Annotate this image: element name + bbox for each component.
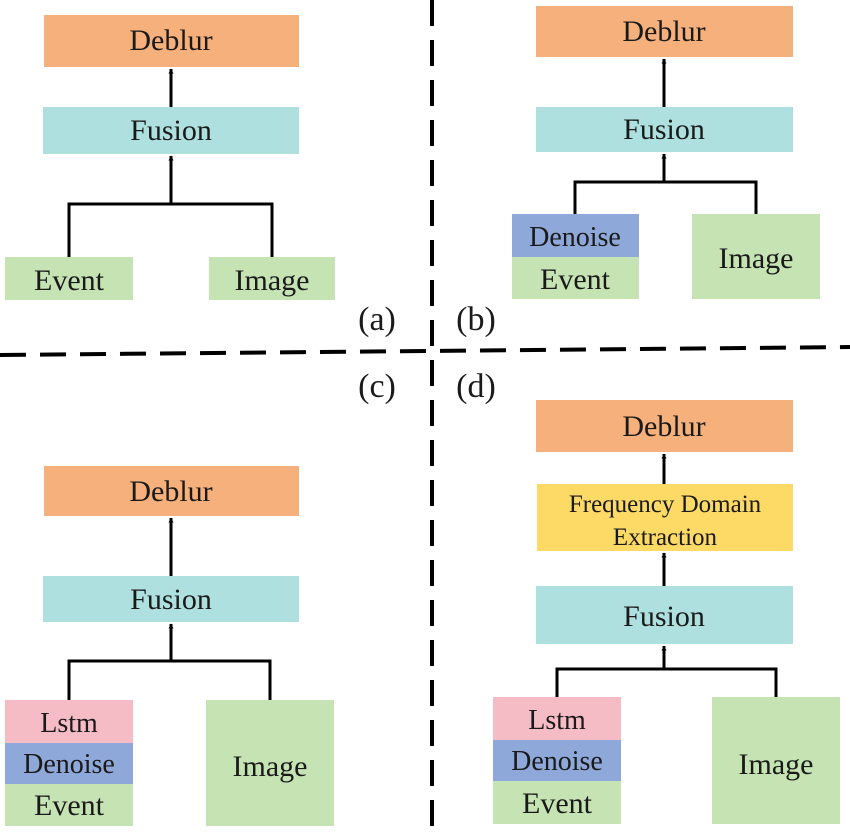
panel-a-event-box [5, 257, 133, 300]
panel-d-frequency-label-line2: Extraction [613, 524, 718, 551]
panel-d: (d) Deblur Frequency Domain Extraction F… [456, 368, 840, 824]
panel-c-deblur-box [44, 466, 299, 516]
panel-d-deblur-label: Deblur [622, 410, 705, 443]
panel-d-denoise-label: Denoise [511, 746, 603, 777]
panel-b: Deblur Fusion Denoise Event Image (b) [456, 6, 820, 338]
panel-a-deblur-label: Deblur [129, 24, 212, 57]
panel-c-event-label: Event [34, 789, 105, 822]
panel-c-lstm-box [5, 700, 133, 743]
panel-d-frequency-label-line1: Frequency Domain [569, 491, 762, 518]
panel-b-denoise-label: Denoise [529, 222, 621, 253]
panel-c-denoise-box [5, 743, 133, 784]
panel-a-connector [67, 202, 274, 257]
panel-d-lstm-box [493, 697, 621, 740]
panel-c-fusion-box [43, 576, 299, 622]
panel-b-image-box [692, 214, 820, 299]
panel-a-image-label: Image [235, 264, 310, 297]
panel-a-deblur-box [44, 15, 299, 67]
panel-c-image-label: Image [233, 750, 308, 783]
panel-c-event-box [5, 784, 133, 826]
panel-c-image-box [206, 700, 334, 826]
panel-c-caption: (c) [358, 368, 396, 405]
panel-b-caption: (b) [456, 301, 496, 338]
panel-d-fusion-label: Fusion [623, 600, 705, 633]
panel-d-event-label: Event [522, 787, 593, 820]
panel-a-fusion-label: Fusion [130, 114, 212, 147]
horizontal-divider [0, 345, 850, 357]
panel-b-connector [573, 180, 758, 214]
panel-c-fusion-label: Fusion [130, 583, 212, 616]
panel-b-image-label: Image [719, 242, 794, 275]
panel-b-denoise-box [512, 214, 639, 257]
panel-d-image-box [712, 697, 840, 824]
panel-a-caption: (a) [358, 301, 396, 338]
panel-d-caption: (d) [456, 368, 496, 405]
panel-b-event-box [512, 257, 639, 299]
panel-b-deblur-label: Deblur [622, 15, 705, 48]
panel-b-fusion-label: Fusion [623, 113, 705, 146]
panel-a-event-label: Event [34, 264, 105, 297]
panel-d-frequency-box [537, 484, 793, 551]
panel-d-deblur-box [536, 400, 793, 452]
panel-d-event-box [493, 781, 621, 824]
panel-c-lstm-label: Lstm [40, 708, 98, 739]
panel-a-image-box [209, 257, 335, 300]
panel-d-lstm-label: Lstm [528, 705, 586, 736]
panel-b-deblur-box [536, 6, 793, 57]
panel-d-denoise-box [493, 740, 621, 781]
panel-c-deblur-label: Deblur [129, 475, 212, 508]
panel-a-fusion-box [43, 107, 299, 154]
panel-c: (c) Deblur Fusion Lstm Denoise Event Ima… [5, 368, 396, 826]
panel-b-event-label: Event [540, 263, 611, 296]
panel-c-denoise-label: Denoise [23, 749, 115, 780]
panel-d-image-label: Image [739, 748, 814, 781]
panel-a: Deblur Fusion Event Image (a) [5, 15, 396, 338]
panel-d-fusion-box [536, 586, 793, 644]
panel-d-connector [555, 667, 778, 697]
panel-b-fusion-box [536, 107, 793, 152]
panel-c-connector [67, 659, 272, 700]
